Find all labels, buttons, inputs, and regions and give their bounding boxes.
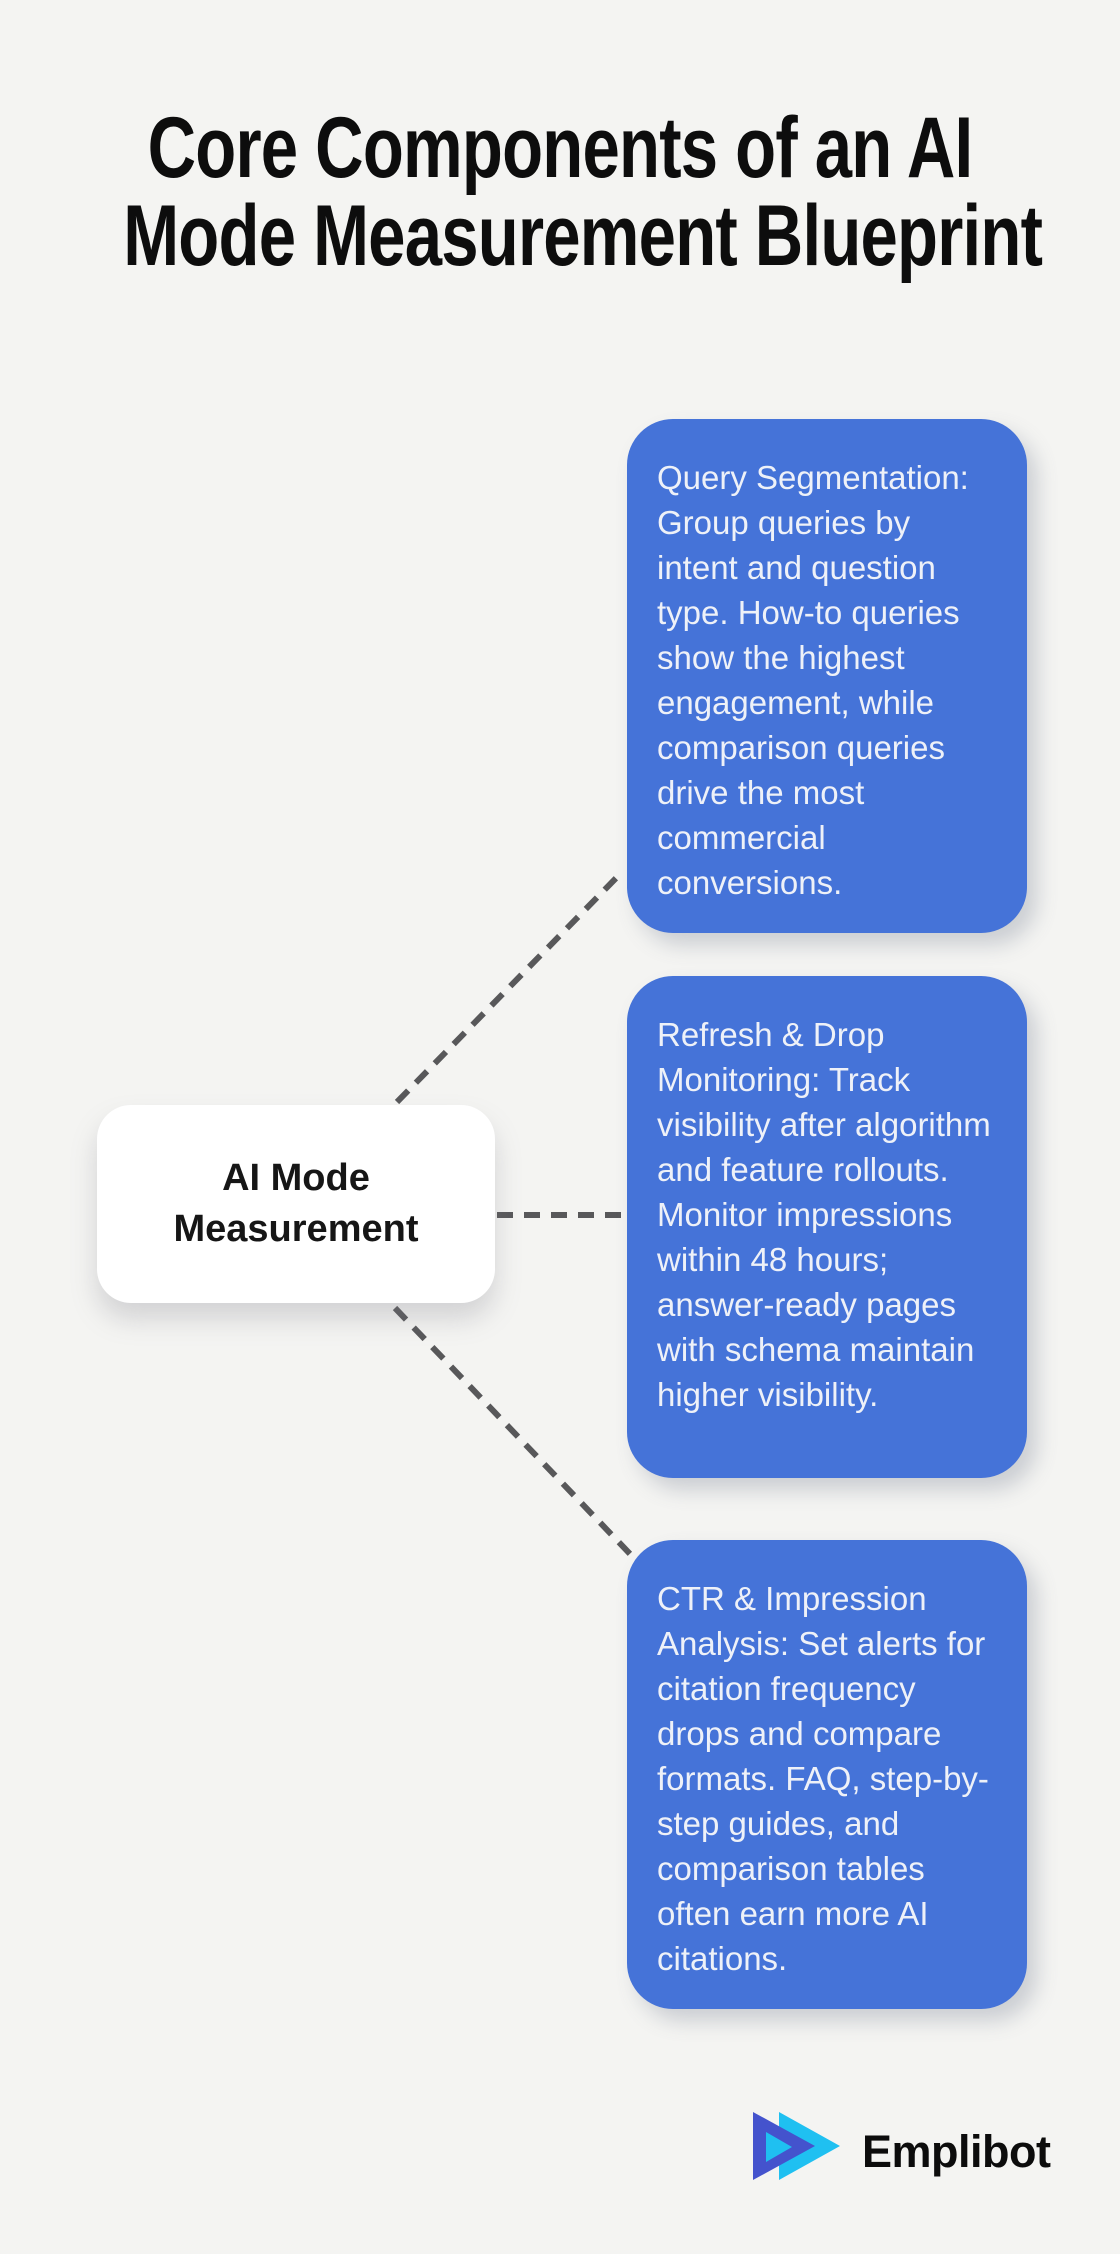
- page-title: Core Components of an AI Mode Measuremen…: [0, 104, 1120, 280]
- branch-card-text: CTR & Impression Analysis: Set alerts fo…: [657, 1580, 989, 1977]
- connector-line-bottom: [392, 1305, 635, 1559]
- page-title-line-1: Core Components of an AI: [147, 100, 974, 196]
- connector-line-top: [394, 869, 625, 1105]
- emplibot-logo-text: Emplibot: [862, 2126, 1051, 2177]
- branch-card-ctr-impression-analysis: CTR & Impression Analysis: Set alerts fo…: [627, 1540, 1027, 2009]
- page-title-line-2: Mode Measurement Blueprint: [123, 188, 1043, 284]
- emplibot-logo-icon: [753, 2112, 840, 2180]
- branch-card-refresh-drop-monitoring: Refresh & Drop Monitoring: Track visibil…: [627, 976, 1027, 1478]
- center-node-line-1: AI Mode: [222, 1157, 370, 1199]
- center-node-label: AI Mode Measurement: [174, 1153, 419, 1255]
- emplibot-logo: Emplibot: [753, 2112, 1051, 2192]
- branch-card-text: Refresh & Drop Monitoring: Track visibil…: [657, 1016, 991, 1413]
- branch-card-text: Query Segmentation: Group queries by int…: [657, 459, 969, 901]
- branch-card-query-segmentation: Query Segmentation: Group queries by int…: [627, 419, 1027, 933]
- center-node-line-2: Measurement: [173, 1208, 419, 1250]
- center-node: AI Mode Measurement: [97, 1105, 495, 1303]
